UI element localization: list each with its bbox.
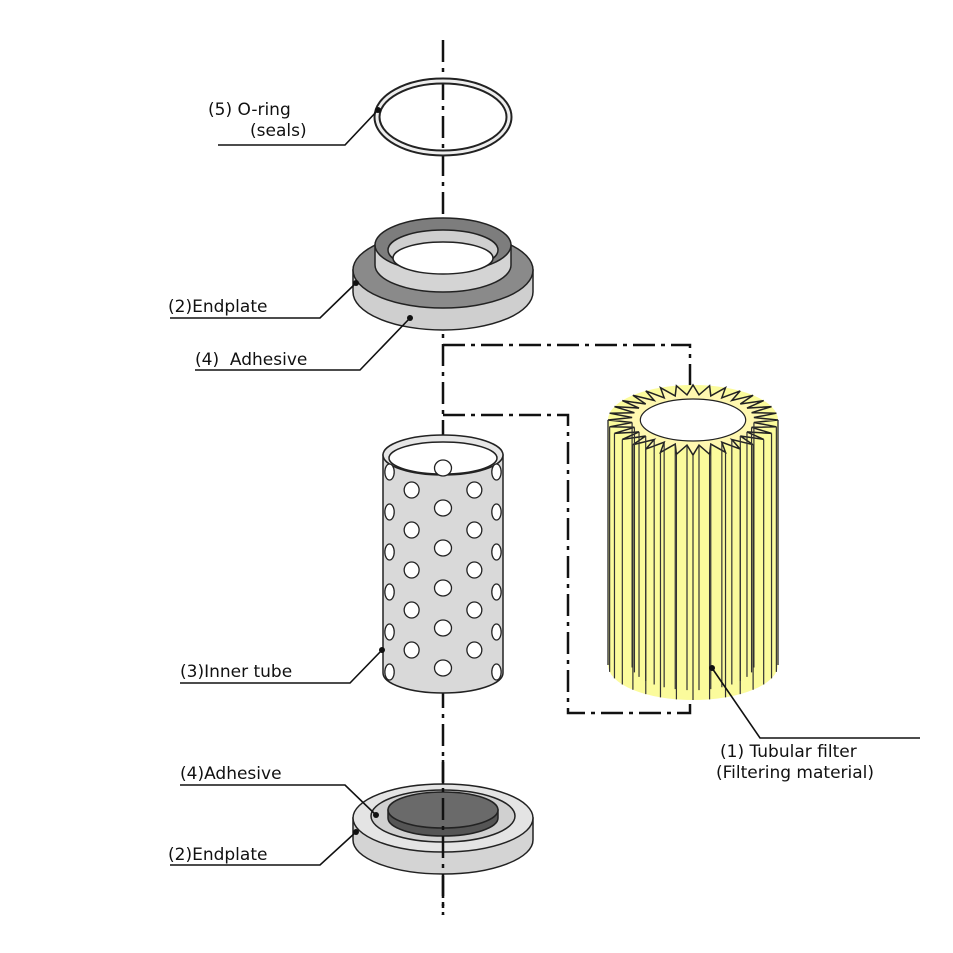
label-endplate-bottom: (2)Endplate: [168, 845, 267, 865]
hole: [384, 663, 395, 681]
leader-adhesive-top: [195, 317, 411, 371]
hole: [384, 503, 395, 521]
hole: [384, 583, 395, 601]
label-oring: (5) O-ring: [208, 100, 291, 120]
leader-inner-tube: [180, 649, 383, 684]
leader-endplate-top: [170, 282, 357, 319]
hole: [491, 503, 502, 521]
label-filter: (1) Tubular filter: [720, 742, 857, 762]
perforation-holes: [384, 459, 502, 681]
axis-connector-top: [443, 343, 692, 395]
hole: [491, 463, 502, 481]
hole: [384, 623, 395, 641]
tubular-filter: [607, 383, 779, 700]
hole: [384, 543, 395, 561]
leader-filter: [711, 667, 920, 739]
hole: [433, 499, 453, 517]
hole: [466, 481, 483, 499]
label-inner-tube: (3)Inner tube: [180, 662, 292, 682]
hole: [403, 601, 420, 619]
hole: [433, 539, 453, 557]
hole: [466, 601, 483, 619]
hole: [433, 619, 453, 637]
endplate-top: [352, 217, 534, 331]
label-adhesive-top: (4) Adhesive: [195, 350, 307, 370]
hole: [466, 521, 483, 539]
hole: [433, 579, 453, 597]
hole: [433, 459, 453, 477]
hole: [466, 641, 483, 659]
hole: [403, 561, 420, 579]
inner-tube: [382, 434, 504, 694]
hole: [491, 543, 502, 561]
hole: [491, 583, 502, 601]
hole: [384, 463, 395, 481]
label-adhesive-bottom: (4)Adhesive: [180, 764, 282, 784]
label-oring-sub: (seals): [250, 121, 307, 141]
leader-adhesive-bottom: [180, 784, 377, 816]
hole: [491, 663, 502, 681]
label-filter-sub: (Filtering material): [716, 763, 874, 783]
hole: [491, 623, 502, 641]
leader-endplate-bottom: [170, 831, 357, 866]
hole: [403, 481, 420, 499]
hole: [433, 659, 453, 677]
label-endplate-top: (2)Endplate: [168, 297, 267, 317]
hole: [403, 521, 420, 539]
o-ring: [373, 77, 513, 157]
hole: [403, 641, 420, 659]
leader-oring: [218, 109, 379, 146]
hole: [466, 561, 483, 579]
